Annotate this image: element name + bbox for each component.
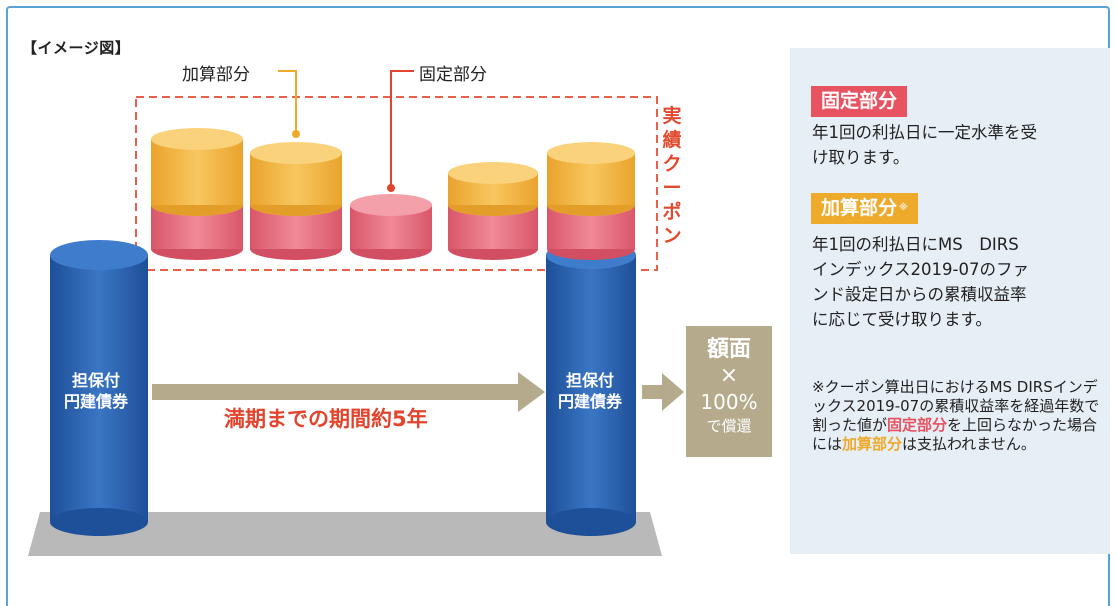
face-value-line: 額面	[706, 337, 751, 362]
footnote-text: は支払われません。	[902, 435, 1036, 453]
actual-coupon-box	[135, 96, 658, 271]
pillar-left	[50, 240, 148, 536]
explanation-panel	[790, 48, 1110, 554]
face-value-line: 100%	[700, 390, 758, 414]
additional-part-line: ンド設定日からの累積収益率	[812, 285, 1027, 304]
fixed-part-line: け取ります。	[812, 148, 910, 167]
redemption-arrow	[642, 373, 684, 411]
face-value-line: で償還	[706, 417, 752, 435]
pillar-right-line: 担保付	[565, 371, 614, 390]
maturity-period-label: 満期までの期間約5年	[224, 407, 428, 431]
label-actual-coupon-char: ク	[662, 153, 682, 175]
diagram-canvas	[28, 70, 684, 556]
label-actual-coupon-char: 実	[662, 105, 682, 127]
fixed-part-description: 年1回の利払日に一定水準を受 け取ります。	[812, 120, 1037, 170]
additional-part-tag-text: 加算部分	[821, 197, 898, 219]
face-value-line: ×	[719, 363, 739, 388]
additional-part-tag: 加算部分※	[811, 193, 918, 224]
label-actual-coupon-char: 績	[662, 129, 682, 151]
figure-caption: 【イメージ図】	[22, 39, 131, 57]
coupon-additional-part	[151, 128, 243, 216]
footnote-highlight-additional: 加算部分	[842, 435, 903, 453]
additional-part-line: に応じて受け取ります。	[812, 310, 992, 329]
coupon-fixed-part	[350, 194, 432, 260]
maturity-arrow	[152, 372, 545, 412]
additional-part-description: 年1回の利払日にMS DIRS インデックス2019-07のファ ンド設定日から…	[812, 232, 1029, 332]
label-actual-coupon: 実 績 ク ー ポ ン	[661, 104, 683, 248]
pillar-left-line: 円建債券	[63, 392, 128, 411]
footnote-text: を上回らなかった場合には	[812, 416, 1098, 453]
leader-additional	[278, 70, 297, 132]
label-fixed-part: 固定部分	[419, 65, 487, 85]
pillar-left-label: 担保付 円建債券	[48, 370, 144, 412]
fixed-part-tag: 固定部分	[811, 86, 908, 117]
footnote-highlight-fixed: 固定部分	[887, 416, 948, 434]
floor-slab	[28, 512, 662, 556]
additional-part-line: 年1回の利払日にMS DIRS	[812, 235, 1019, 254]
coupon-additional-part	[448, 162, 538, 216]
label-additional-part: 加算部分	[182, 65, 250, 85]
footnote: ※クーポン算出日におけるMS DIRSインデックス2019-07の累積収益率を経…	[812, 378, 1102, 454]
pillar-right-label: 担保付 円建債券	[545, 370, 635, 412]
coupon-stacks	[151, 128, 635, 260]
leader-additional-dot	[292, 130, 300, 138]
label-actual-coupon-char: ポ	[662, 201, 682, 223]
coupon-additional-part	[547, 142, 635, 216]
leader-fixed	[390, 70, 414, 186]
leader-fixed-dot	[387, 184, 395, 192]
pillar-right-line: 円建債券	[557, 392, 622, 411]
face-value-box: 額面 × 100% で償還	[686, 326, 772, 457]
additional-part-line: インデックス2019-07のファ	[812, 260, 1029, 279]
label-actual-coupon-char: ン	[662, 225, 682, 247]
fixed-part-line: 年1回の利払日に一定水準を受	[812, 123, 1037, 142]
label-actual-coupon-char: ー	[662, 177, 682, 199]
coupon-additional-part	[250, 142, 342, 216]
pillar-left-line: 担保付	[71, 371, 120, 390]
footnote-text: ※クーポン算出日におけるMS DIRSインデックス2019-07の累積収益率を経…	[812, 378, 1100, 434]
additional-part-mark: ※	[899, 203, 908, 213]
